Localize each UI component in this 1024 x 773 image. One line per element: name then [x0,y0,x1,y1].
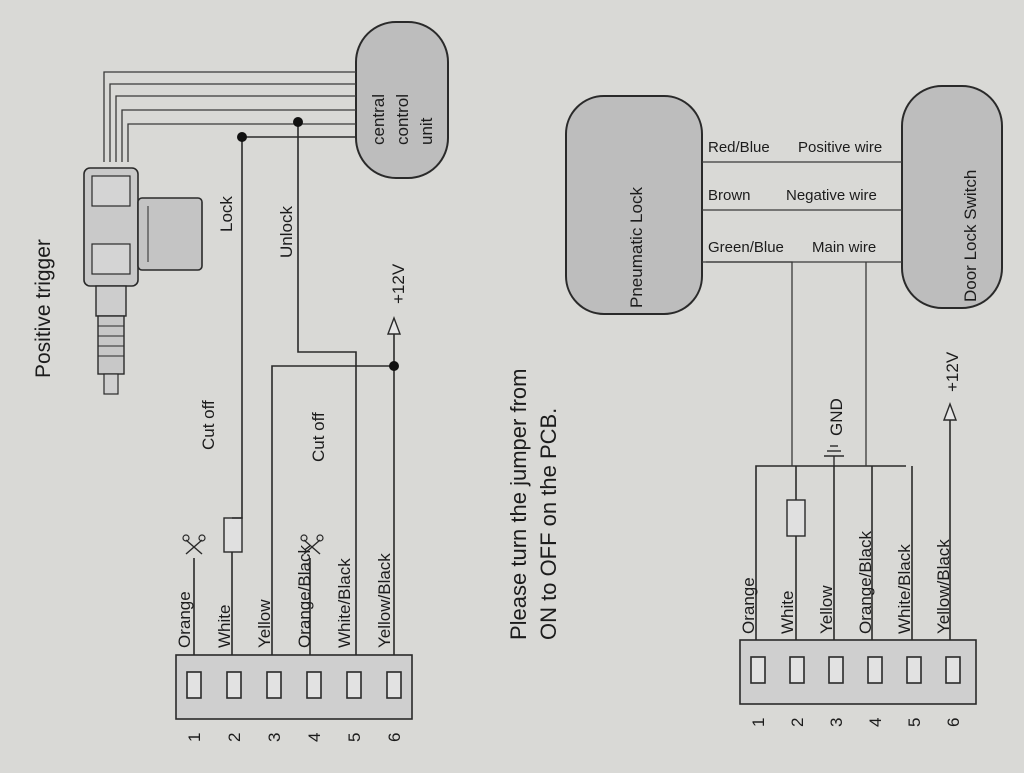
wire-unlock [297,122,357,655]
junction-dot-12v [389,361,399,371]
wire-main-to-white [706,261,793,466]
right-pin-number: 1 [749,718,768,727]
wire-orange-right [755,465,906,640]
right-wire-color-label: Orange/Black [856,531,875,634]
left-wire-color-label: Yellow [255,599,274,648]
link-color-positive: Red/Blue [708,139,770,156]
actuator-icon [83,71,356,395]
right-connector-slot [945,656,961,684]
right-wire-labels: 1 Orange 2 White 3 Yellow 4 Orange/Black 5 White/… [739,531,963,727]
cut-off-label-1: Cut off [199,400,218,450]
right-wire-color-label: Orange [739,577,758,634]
right-pin-number: 5 [905,718,924,727]
left-pin-number: 5 [345,733,364,742]
resistor-icon [786,499,806,537]
scissors-icon [300,534,324,555]
control-unit-label-line2: control [393,94,412,145]
control-unit-label-line3: unit [417,117,436,145]
right-wire-color-label: White/Black [895,544,914,634]
link-name-positive: Positive wire [798,139,882,156]
left-wire-color-label: Orange/Black [295,545,314,648]
pneumatic-lock-label: Pneumatic Lock [627,187,646,308]
pneumatic-lock-box: Pneumatic Lock [565,95,703,315]
left-pin-number: 4 [305,733,324,742]
left-wire-color-label: Orange [175,591,194,648]
left-pin-number: 6 [385,733,404,742]
right-connector-slot [906,656,922,684]
left-supply-label: +12V [389,263,408,304]
left-wire-color-label: Yellow/Black [375,553,394,648]
arrow-up-icon [942,402,958,421]
central-control-unit: central control unit [355,21,449,179]
door-lock-switch-label: Door Lock Switch [961,170,980,302]
cut-off-label-2: Cut off [309,412,328,462]
left-wire-color-label: White [215,605,234,648]
left-pin-number: 3 [265,733,284,742]
right-connector-slot [867,656,883,684]
left-connector-slot [346,671,362,699]
link-name-main: Main wire [812,239,876,256]
left-connector-slot [306,671,322,699]
jumper-note: Please turn the jumper from ON to OFF on… [506,369,561,640]
left-connector-slot [386,671,402,699]
control-unit-label-line1: central [369,94,388,145]
left-wire-color-label: White/Black [335,558,354,648]
link-name-negative: Negative wire [786,187,877,204]
left-connector-slot [226,671,242,699]
left-wire-labels: 1 Orange 2 White 3 Yellow 4 Orange/Black 5 White/… [175,545,404,742]
link-color-negative: Brown [708,187,751,204]
left-connector-slot [266,671,282,699]
right-pin-number: 6 [944,718,963,727]
left-diagram-title: Positive trigger [32,239,55,378]
right-connector-slot [789,656,805,684]
right-wire-color-label: Yellow/Black [934,539,953,634]
note-line2: ON to OFF on the PCB. [536,408,561,640]
lock-label: Lock [217,196,236,232]
right-connector [739,639,977,705]
ground-icon [824,445,844,466]
gnd-label: GND [827,398,846,436]
left-pin-number: 1 [185,733,204,742]
right-connector-slot [828,656,844,684]
left-pin-number: 2 [225,733,244,742]
wire-yellow [271,365,394,655]
right-pin-number: 2 [788,718,807,727]
right-pin-number: 4 [866,718,885,727]
right-wire-color-label: Yellow [817,585,836,634]
right-connector-slot [750,656,766,684]
junction-dot-unlock [293,117,303,127]
arrow-up-icon [386,316,402,335]
right-wire-color-label: White [778,591,797,634]
right-pin-number: 3 [827,718,846,727]
wire-lock [232,136,356,519]
note-line1: Please turn the jumper from [506,369,531,640]
scissors-icon [182,534,206,555]
left-connector [175,654,413,720]
left-connector-slot [186,671,202,699]
resistor-icon [223,517,243,553]
door-lock-switch-box: Door Lock Switch [901,85,1003,309]
link-color-main: Green/Blue [708,239,784,256]
unlock-label: Unlock [277,206,296,258]
right-supply-label: +12V [943,351,962,392]
junction-dot-lock [237,132,247,142]
